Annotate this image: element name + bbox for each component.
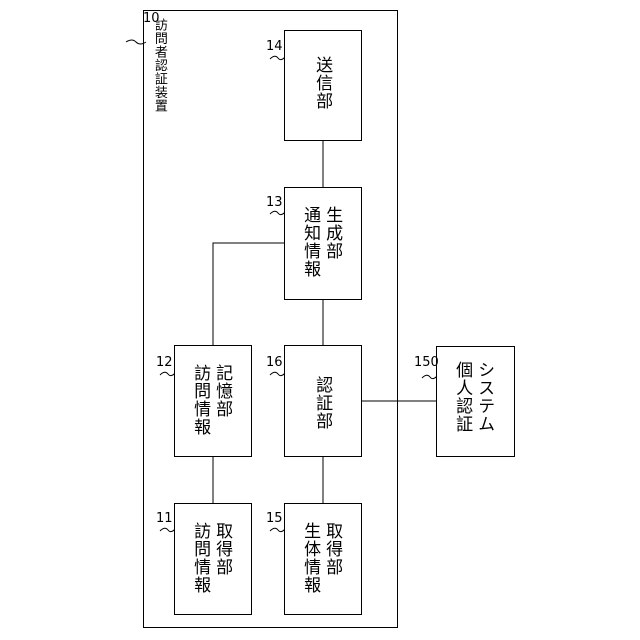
visit-acquire-block: 訪問情報 取得部 xyxy=(174,503,252,615)
device-ref: 10 xyxy=(143,12,160,25)
visit-acquire-ref: 11 xyxy=(156,512,173,525)
device-label: 訪問者認証装置 xyxy=(150,18,167,113)
auth-block: 認証部 xyxy=(284,345,362,457)
notify-gen-block: 通知情報 生成部 xyxy=(284,187,362,300)
personal-auth-ref: 150 xyxy=(414,356,439,369)
notify-gen-label-line1: 通知情報 xyxy=(299,206,321,278)
bio-acquire-label-line1: 生体情報 xyxy=(299,522,321,594)
auth-label: 認証部 xyxy=(311,376,333,430)
visit-acquire-label-line1: 訪問情報 xyxy=(189,522,211,594)
transmit-block: 送信部 xyxy=(284,30,362,141)
auth-ref: 16 xyxy=(266,356,283,369)
bio-acquire-label-line2: 取得部 xyxy=(321,522,343,576)
personal-auth-label-line2: システム xyxy=(473,361,495,433)
notify-gen-ref: 13 xyxy=(266,196,283,209)
transmit-ref: 14 xyxy=(266,40,283,53)
transmit-label: 送信部 xyxy=(311,56,333,110)
bio-acquire-ref: 15 xyxy=(266,512,283,525)
visit-store-block: 訪問情報 記憶部 xyxy=(174,345,252,457)
personal-auth-label-line1: 個人認証 xyxy=(451,361,473,433)
bio-acquire-block: 生体情報 取得部 xyxy=(284,503,362,615)
visit-store-ref: 12 xyxy=(156,356,173,369)
visit-acquire-label-line2: 取得部 xyxy=(211,522,233,576)
visit-store-label-line2: 記憶部 xyxy=(211,364,233,418)
visit-store-label-line1: 訪問情報 xyxy=(189,364,211,436)
personal-auth-system-block: 個人認証 システム xyxy=(436,346,515,457)
notify-gen-label-line2: 生成部 xyxy=(321,206,343,260)
